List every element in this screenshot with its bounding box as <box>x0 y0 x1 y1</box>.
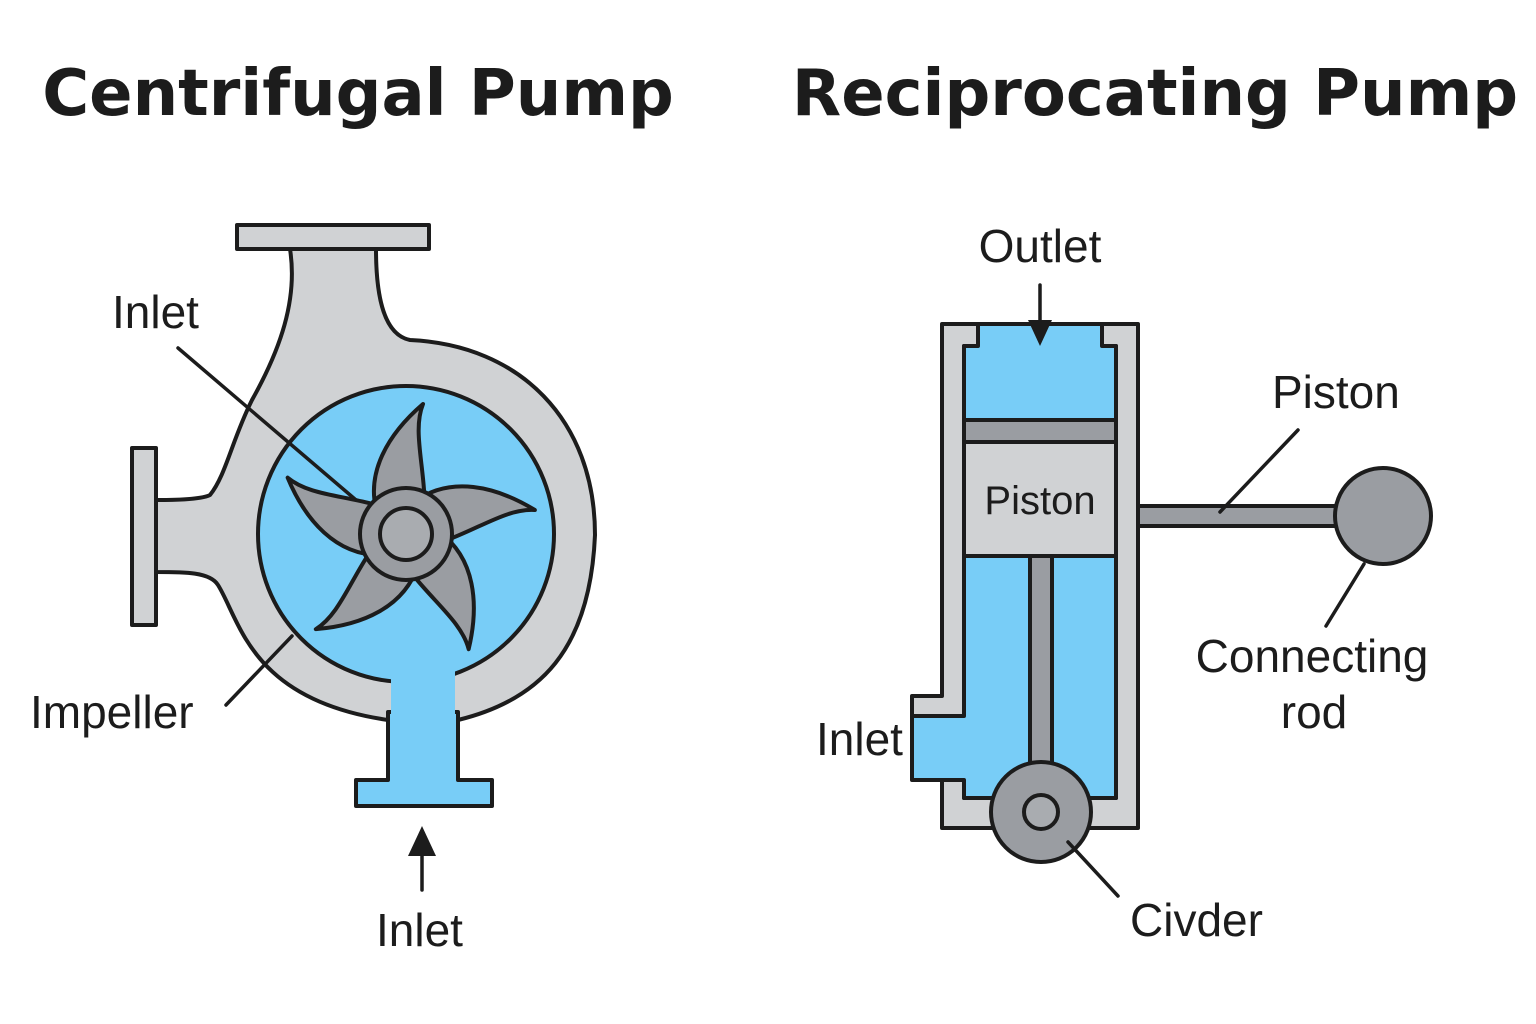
bottom-inlet-pipe <box>354 710 494 808</box>
piston-ring <box>962 418 1118 444</box>
inlet-top-label: Inlet <box>112 286 199 338</box>
connecting-rod-ball <box>1333 466 1433 566</box>
piston-leader <box>1218 428 1300 514</box>
piston-rod <box>1136 504 1344 528</box>
centrifugal-pump: Inlet Impeller Inlet <box>30 223 597 956</box>
inlet-bottom-label: Inlet <box>376 904 463 956</box>
centrifugal-title: Centrifugal Pump <box>42 57 674 131</box>
connecting-rod-label-line2: rod <box>1281 686 1347 738</box>
impeller-icon <box>270 402 538 658</box>
impeller-leader <box>224 634 294 707</box>
left-flange <box>130 446 158 627</box>
reciprocating-pump: Piston Outlet Piston Connecting rod Inle… <box>816 220 1433 946</box>
lower-fluid-chamber <box>910 554 1118 800</box>
top-flange <box>235 223 431 251</box>
piston-body <box>962 440 1118 558</box>
inlet-top-leader <box>176 346 358 502</box>
connecting-rod-label-line1: Connecting <box>1196 630 1429 682</box>
piston-inside-label: Piston <box>984 479 1095 523</box>
cylinder-label: Civder <box>1130 894 1263 946</box>
arrow-down-icon <box>1028 283 1052 346</box>
crank-icon <box>989 760 1093 864</box>
piston-label: Piston <box>1272 366 1400 418</box>
cylinder-leader <box>1066 840 1120 898</box>
outlet-label: Outlet <box>979 220 1102 272</box>
connecting-rod-leader <box>1324 562 1366 628</box>
reciprocating-inlet-label: Inlet <box>816 713 903 765</box>
reciprocating-title: Reciprocating Pump <box>792 57 1518 131</box>
impeller-label: Impeller <box>30 686 194 738</box>
impeller-hub <box>378 506 434 562</box>
arrow-up-icon <box>408 826 436 892</box>
